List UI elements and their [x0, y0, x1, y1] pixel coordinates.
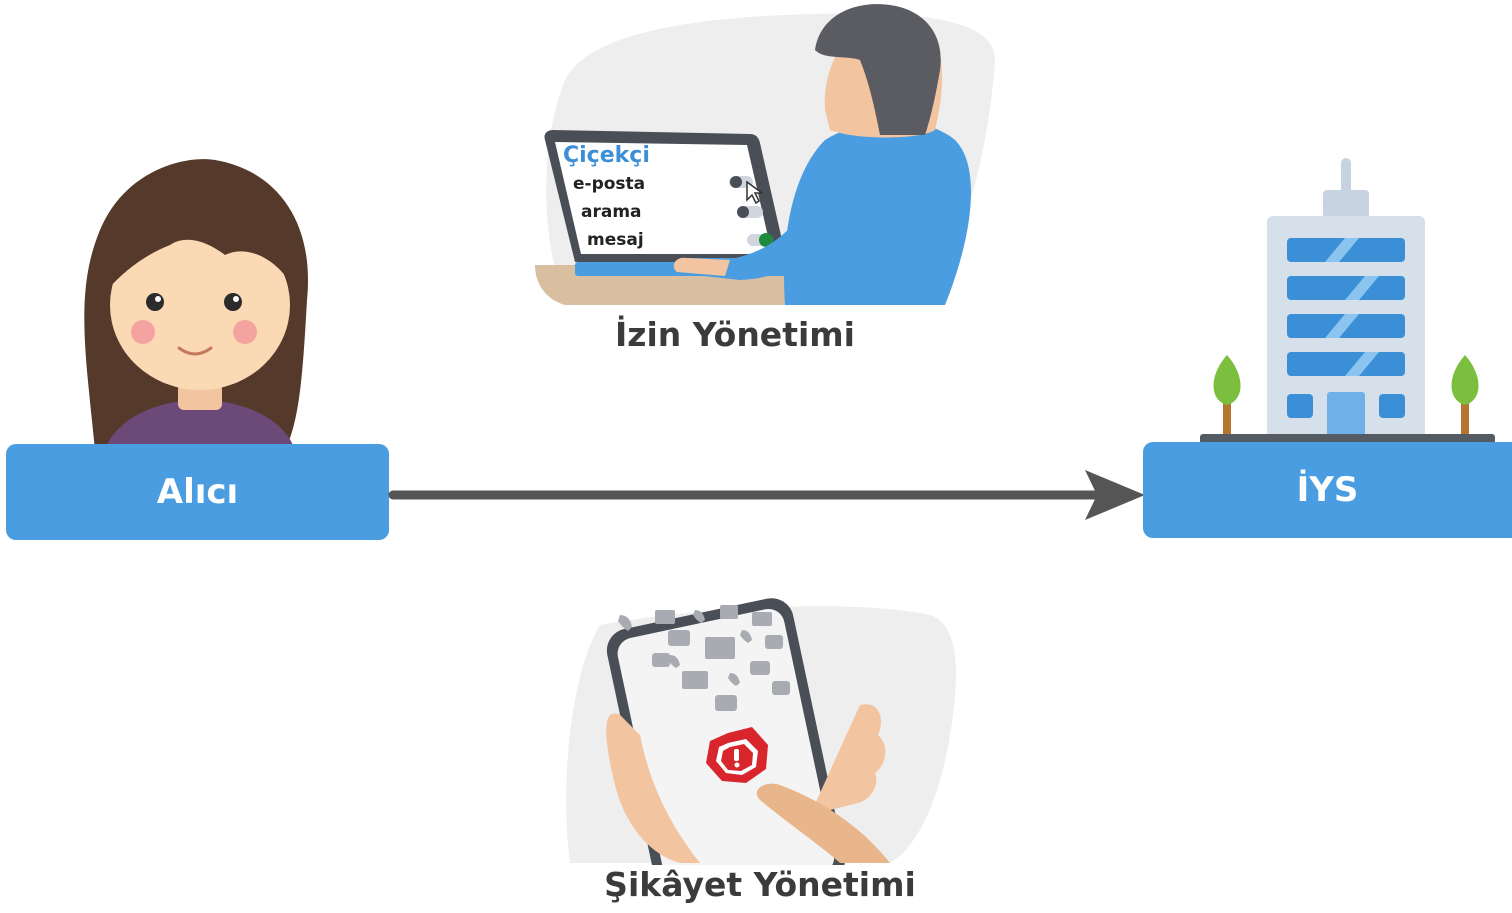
complaint-management-caption: Şikâyet Yönetimi — [604, 865, 916, 904]
recipient-avatar-illustration — [84, 159, 309, 450]
message-toggle — [747, 233, 773, 247]
complaint-management-illustration — [566, 598, 956, 865]
notification-icons — [618, 605, 790, 711]
cursor-icon — [746, 180, 765, 205]
toggle-label-email: e-posta — [573, 174, 645, 194]
call-toggle — [737, 206, 763, 218]
iys-node: İYS — [1143, 442, 1512, 538]
toggle-label-call: arama — [581, 202, 642, 222]
alert-icon — [706, 727, 768, 783]
permission-management-illustration: Çiçekçi e-posta arama mesaj — [535, 4, 995, 305]
flow-arrow — [388, 470, 1145, 520]
iys-label: İYS — [1296, 470, 1359, 510]
recipient-node: Alıcı — [6, 444, 389, 540]
building-illustration — [1200, 158, 1495, 444]
recipient-label: Alıcı — [156, 472, 239, 512]
screen-title: Çiçekçi — [563, 143, 650, 168]
permission-management-caption: İzin Yönetimi — [615, 315, 855, 354]
toggle-label-message: mesaj — [587, 230, 644, 250]
